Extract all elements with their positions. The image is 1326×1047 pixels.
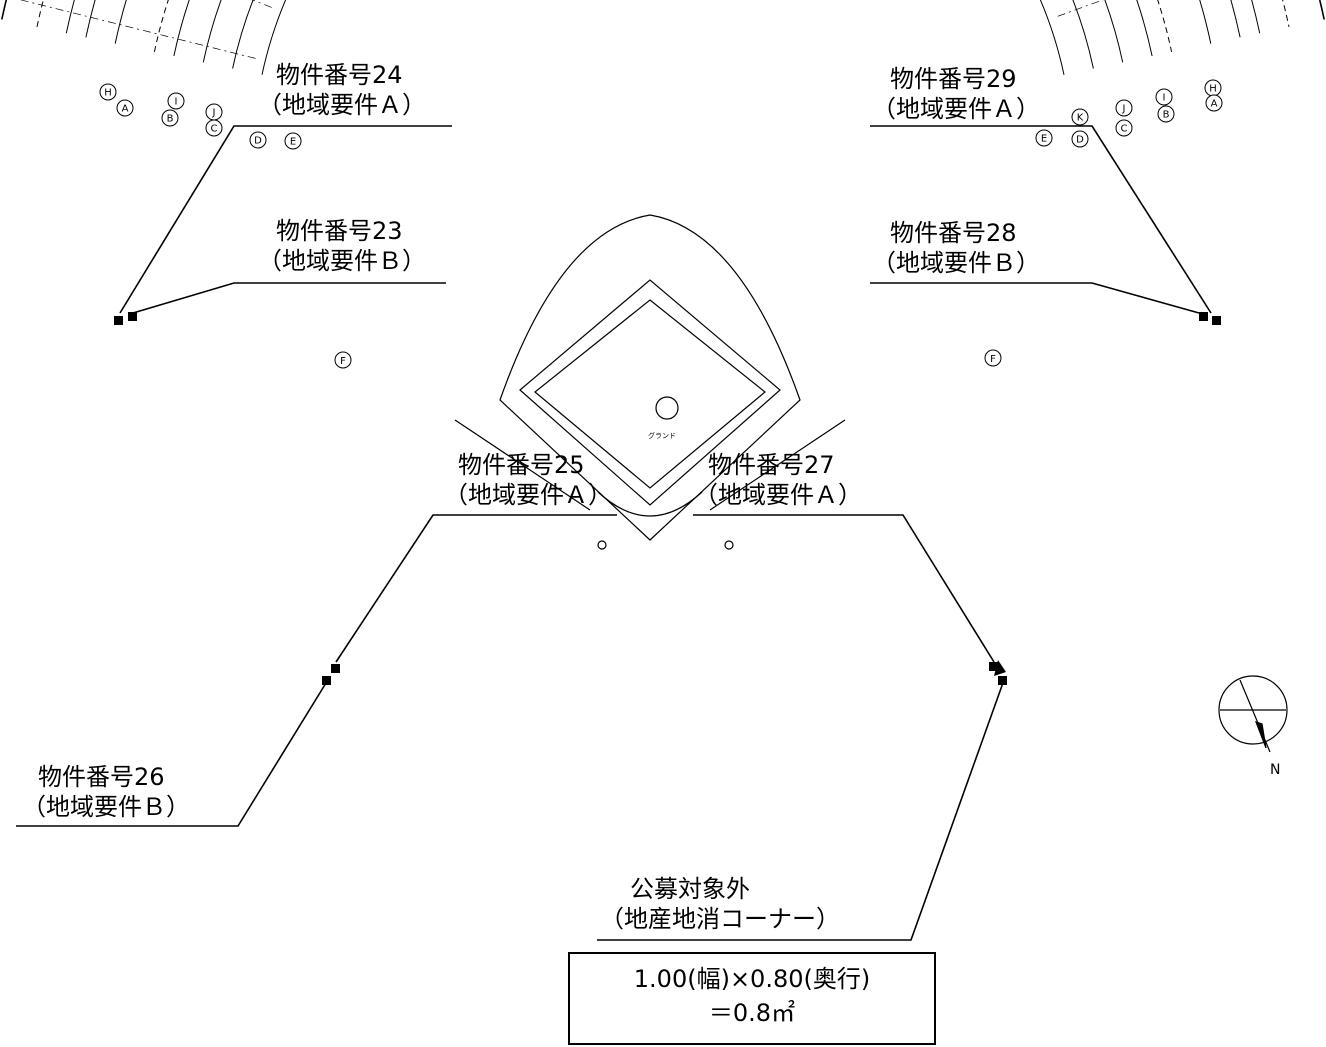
- grid-letter-bubble: J: [1115, 99, 1133, 117]
- grid-letter-bubble: I: [167, 92, 185, 110]
- svg-text:C: C: [211, 124, 218, 135]
- grid-letter-bubble: D: [1071, 130, 1089, 148]
- svg-text:B: B: [167, 114, 174, 125]
- label-property-26: 物件番号26 （地域要件Ｂ）: [22, 762, 190, 822]
- svg-text:K: K: [1077, 113, 1084, 124]
- label-line-2: （地域要件Ａ）: [258, 91, 426, 119]
- label-property-25: 物件番号25 （地域要件Ａ）: [444, 450, 612, 510]
- label-excluded-corner: 公募対象外 （地産地消コーナー）: [600, 874, 840, 934]
- grid-letter-bubble: A: [1205, 94, 1223, 112]
- grid-letter-bubble: E: [284, 132, 302, 150]
- label-property-29: 物件番号29 （地域要件Ａ）: [872, 64, 1040, 124]
- label-line-1: 物件番号24: [276, 61, 403, 89]
- stadium-outline: [1, 0, 1325, 75]
- label-line-2: （地域要件Ａ）: [444, 481, 612, 509]
- grid-f-bubbles: F F: [334, 349, 1002, 369]
- grid-letter-bubble: I: [1155, 88, 1173, 106]
- svg-text:A: A: [1211, 99, 1218, 110]
- label-line-1: 物件番号25: [458, 451, 585, 479]
- svg-text:I: I: [1163, 93, 1166, 104]
- grid-letter-bubble: E: [1035, 129, 1053, 147]
- svg-text:B: B: [1163, 110, 1170, 121]
- baseball-field: [454, 214, 846, 550]
- label-line-2: （地域要件Ｂ）: [258, 247, 426, 275]
- label-line-1: 物件番号29: [890, 65, 1017, 93]
- leader-lines: [16, 125, 1212, 941]
- grid-letter-bubble: K: [1071, 108, 1089, 126]
- grid-letter-bubble: A: [116, 99, 134, 117]
- svg-text:H: H: [1209, 84, 1217, 95]
- label-line-1: 物件番号28: [890, 219, 1017, 247]
- svg-text:F: F: [340, 356, 346, 367]
- svg-text:E: E: [290, 137, 296, 148]
- svg-text:F: F: [990, 354, 996, 365]
- grid-letter-bubble: J: [205, 103, 223, 121]
- svg-text:J: J: [212, 108, 216, 119]
- label-line-2: （地産地消コーナー）: [600, 905, 840, 933]
- label-line-1: 公募対象外: [630, 875, 750, 903]
- svg-text:H: H: [104, 88, 112, 99]
- grid-letter-bubble: B: [1157, 105, 1175, 123]
- label-line-1: 物件番号27: [708, 451, 835, 479]
- label-property-24: 物件番号24 （地域要件Ａ）: [258, 60, 426, 120]
- svg-text:J: J: [1122, 104, 1126, 115]
- grid-letter-bubble: B: [161, 109, 179, 127]
- label-property-23: 物件番号23 （地域要件Ｂ）: [258, 216, 426, 276]
- dimension-line-1: 1.00(幅)×0.80(奥行): [633, 965, 871, 993]
- dimension-line-2: ＝0.8㎡: [708, 999, 796, 1027]
- svg-text:D: D: [1076, 135, 1084, 146]
- label-line-1: 物件番号26: [38, 763, 165, 791]
- markers: [114, 312, 1221, 685]
- north-arrow: [1218, 675, 1288, 753]
- svg-text:D: D: [254, 136, 262, 147]
- label-line-2: （地域要件Ｂ）: [22, 793, 190, 821]
- label-line-2: （地域要件Ａ）: [872, 95, 1040, 123]
- grid-letter-bubble: H: [1204, 79, 1222, 97]
- label-property-27: 物件番号27 （地域要件Ａ）: [694, 450, 862, 510]
- label-line-1: 物件番号23: [276, 217, 403, 245]
- grid-letter-bubble: C: [1115, 119, 1133, 137]
- svg-text:E: E: [1041, 134, 1047, 145]
- grid-letter-bubble: D: [249, 131, 267, 149]
- grid-letter-bubble: C: [205, 119, 223, 137]
- dimension-box: 1.00(幅)×0.80(奥行) ＝0.8㎡: [568, 952, 936, 1045]
- label-line-2: （地域要件Ｂ）: [872, 249, 1040, 277]
- grid-letter-bubble: H: [99, 83, 117, 101]
- north-label: N: [1270, 762, 1280, 778]
- label-property-28: 物件番号28 （地域要件Ｂ）: [872, 218, 1040, 278]
- svg-text:I: I: [175, 97, 178, 108]
- svg-text:C: C: [1121, 124, 1128, 135]
- label-line-2: （地域要件Ａ）: [694, 481, 862, 509]
- ground-label: グランド: [648, 431, 676, 440]
- svg-text:A: A: [122, 104, 129, 115]
